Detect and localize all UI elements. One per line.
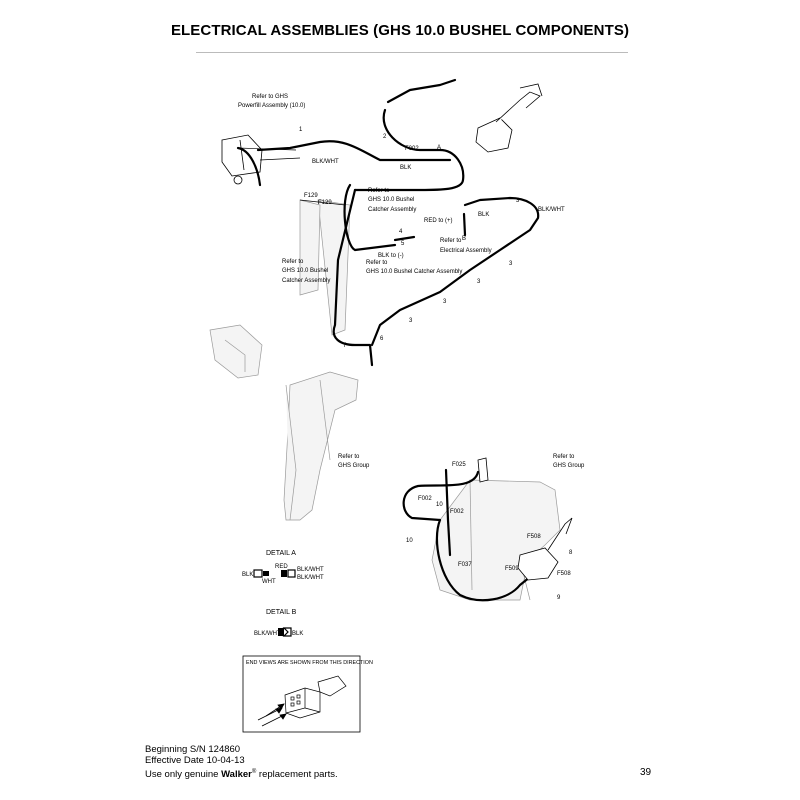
detail-b-left: BLK/WHT <box>254 631 281 637</box>
detail-a-title: DETAIL A <box>266 550 296 557</box>
callout-8: 8 <box>569 550 573 556</box>
detail-b-connector-left <box>278 628 284 636</box>
detail-b-connector-right <box>282 627 292 637</box>
callout-f508-a: F508 <box>527 534 541 540</box>
callout-4: 4 <box>399 229 403 235</box>
callout-f129-a: F129 <box>304 193 318 199</box>
refer-electrical-line2: Electrical Assembly <box>440 248 492 254</box>
ghs-group-housing <box>431 479 561 601</box>
callout-10a: 10 <box>436 502 443 508</box>
wire-label-blk-1: BLK <box>400 165 411 171</box>
refer-catcher1-line3: Catcher Assembly <box>368 207 416 213</box>
callout-5: 5 <box>401 241 405 247</box>
refer-catcher2-line2: GHS 10.0 Bushel <box>282 268 328 274</box>
wire-label-red-pos: RED to (+) <box>424 218 453 224</box>
switch-assembly <box>475 83 543 153</box>
footer-prefix: Use only genuine <box>145 769 222 781</box>
footer-suffix: replacement parts. <box>256 769 338 781</box>
callout-f037: F037 <box>458 562 472 568</box>
refer-catcher3-line1: Refer to <box>366 260 388 266</box>
callout-6: 6 <box>380 336 384 342</box>
refer-powerfill-line1: Refer to GHS <box>252 94 288 100</box>
lower-diagram-labels: Refer to GHS Group F025 F002 F002 F037 F… <box>406 454 585 601</box>
detail-b-title: DETAIL B <box>266 609 297 616</box>
detail-a-connector-right-pin <box>281 570 287 577</box>
wire-label-blk-2: BLK <box>478 212 489 218</box>
detail-b: DETAIL B BLK/WHT BLK <box>254 609 303 637</box>
wire-label-blk-neg: BLK to (-) <box>378 253 404 259</box>
footer-brand: Walker <box>221 769 252 781</box>
callout-10b: 10 <box>406 538 413 544</box>
refer-catcher2-line1: Refer to <box>282 259 304 265</box>
footer-genuine-parts: Use only genuine Walker® replacement par… <box>145 767 338 780</box>
callout-f508-b: F508 <box>557 571 571 577</box>
callout-3d: 3 <box>443 299 447 305</box>
refer-electrical-line1: Refer to <box>440 238 462 244</box>
wire-harness <box>236 78 540 367</box>
wire-label-blk-wht-1: BLK/WHT <box>312 159 339 165</box>
refer-ghs-group-line2: GHS Group <box>338 463 370 469</box>
page-number: 39 <box>640 767 652 778</box>
footer-registered-mark: ® <box>251 769 257 775</box>
callout-3a: 3 <box>516 198 520 204</box>
detail-a-blk: BLK <box>242 572 253 578</box>
detail-a-blk-wht-1: BLK/WHT <box>297 567 324 573</box>
detail-a-connector-left <box>253 569 263 578</box>
wire-label-blk-wht-2: BLK/WHT <box>538 207 565 213</box>
end-view-caption: END VIEWS ARE SHOWN FROM THIS DIRECTION <box>246 660 373 666</box>
lower-switch <box>477 457 573 581</box>
detail-b-right: BLK <box>292 631 303 637</box>
callout-7: 7 <box>343 343 347 349</box>
callout-3c: 3 <box>477 279 481 285</box>
callout-f002-b: F002 <box>450 509 464 515</box>
refer-catcher3-line2: GHS 10.0 Bushel Catcher Assembly <box>366 269 462 275</box>
detail-a: DETAIL A BLK RED WHT BLK/WHT BLK/WHT <box>242 550 324 585</box>
refer-catcher1-line2: GHS 10.0 Bushel <box>368 197 414 203</box>
page-title: ELECTRICAL ASSEMBLIES (GHS 10.0 BUSHEL C… <box>170 22 630 39</box>
title-rule <box>196 52 628 53</box>
refer-powerfill-line2: Powerfill Assembly (10.0) <box>238 103 305 109</box>
detail-a-wht: WHT <box>262 579 276 585</box>
chute-frame-parts <box>209 199 359 521</box>
end-view-arrows <box>257 703 287 727</box>
callout-f002-a: F002 <box>418 496 432 502</box>
callout-1: 1 <box>299 127 303 133</box>
callout-f025: F025 <box>452 462 466 468</box>
wire-harness-thin <box>237 147 346 206</box>
end-view-connector-drawing <box>284 675 347 719</box>
callout-f129-b: F129 <box>318 200 332 206</box>
callout-2: 2 <box>383 134 387 140</box>
detail-a-blk-wht-2: BLK/WHT <box>297 575 324 581</box>
upper-diagram-labels: Refer to GHS Powerfill Assembly (10.0) R… <box>238 94 565 469</box>
footer-serial: Beginning S/N 124860 <box>145 744 241 755</box>
footer-effective-date: Effective Date 10-04-13 <box>145 755 245 766</box>
lower-refer-ghs-line2: GHS Group <box>553 463 585 469</box>
detail-a-red: RED <box>275 564 288 570</box>
callout-connector-a: A <box>437 145 441 151</box>
callout-f002: F002 <box>405 146 419 152</box>
end-view-box: END VIEWS ARE SHOWN FROM THIS DIRECTION <box>242 655 373 733</box>
callout-3e: 3 <box>409 318 413 324</box>
callout-3b: 3 <box>509 261 513 267</box>
detail-a-connector-right <box>287 569 296 578</box>
callout-connector-b: B <box>462 236 466 242</box>
detail-a-connector-left-pin <box>263 571 269 576</box>
refer-ghs-group-line1: Refer to <box>338 454 360 460</box>
callout-f509: F509 <box>505 566 519 572</box>
lower-refer-ghs-line1: Refer to <box>553 454 575 460</box>
refer-catcher2-line3: Catcher Assembly <box>282 278 330 284</box>
callout-9: 9 <box>557 595 561 601</box>
lower-wire-harness <box>402 468 547 602</box>
powerfill-motor <box>221 134 263 185</box>
refer-catcher1-line1: Refer to <box>368 188 390 194</box>
